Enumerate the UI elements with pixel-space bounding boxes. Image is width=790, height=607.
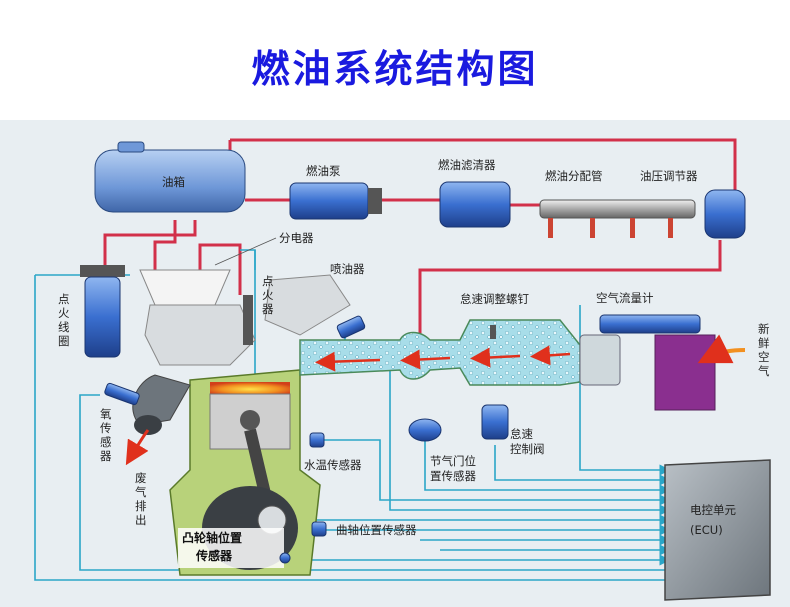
ignition-coil-label-1: 点 xyxy=(58,292,70,306)
oxygen-sensor-label-4: 器 xyxy=(100,449,112,463)
distributor: 分电器 xyxy=(139,231,314,306)
fresh-air-label-1: 新 xyxy=(758,322,770,336)
injector-label: 喷油器 xyxy=(330,262,365,276)
fresh-air-label-4: 气 xyxy=(758,364,770,378)
fuel-filter-label: 燃油滤清器 xyxy=(438,158,496,172)
fuel-filter: 燃油滤清器 xyxy=(438,158,511,228)
idle-valve-label-2: 控制阀 xyxy=(510,442,545,456)
air-flow-meter: 空气流量计 新 鲜 空 气 xyxy=(579,291,770,411)
spark-plug-label-3: 器 xyxy=(262,302,274,316)
fresh-air-label-2: 鲜 xyxy=(758,336,770,350)
coolant-sensor-label: 水温传感器 xyxy=(304,458,362,472)
ignition-coil-label-3: 线 xyxy=(58,320,70,334)
ecu-label-2: (ECU) xyxy=(690,523,723,537)
idle-screw-label: 怠速调整螺钉 xyxy=(460,292,529,306)
engine-head xyxy=(144,274,351,366)
fuel-tank: 油箱 xyxy=(94,141,246,213)
ecu-label-1: 电控单元 xyxy=(690,503,736,517)
fuel-rail: 燃油分配管 xyxy=(539,169,696,238)
oxygen-sensor-label-2: 传 xyxy=(100,421,112,435)
spark-plug-label-1: 点 xyxy=(262,274,274,288)
crank-position-sensor: 曲轴位置传感器 xyxy=(311,521,417,537)
air-flow-meter-label: 空气流量计 xyxy=(596,291,654,305)
cam-sensor-label-1: 凸轮轴位置 xyxy=(182,530,242,545)
coolant-temp-sensor: 水温传感器 xyxy=(304,432,362,472)
fuel-system-diagram: 油箱 燃油泵 燃油滤清器 燃油分配管 油压调节器 点 火 线 圈 分电器 xyxy=(0,120,790,607)
fuel-tank-label: 油箱 xyxy=(162,175,185,189)
throttle-sensor-label-1: 节气门位 xyxy=(430,454,476,468)
oxygen-sensor-label-3: 感 xyxy=(100,435,112,449)
fuel-pump: 燃油泵 xyxy=(289,164,382,220)
fuel-pump-label: 燃油泵 xyxy=(306,164,341,178)
exhaust-label-3: 排 xyxy=(135,499,147,513)
injector: 喷油器 xyxy=(330,262,366,339)
spark-plug-label-2: 火 xyxy=(262,288,274,302)
ignition-coil-label-2: 火 xyxy=(58,306,70,320)
fresh-air-label-3: 空 xyxy=(758,350,770,364)
pressure-regulator-label: 油压调节器 xyxy=(640,169,698,183)
cam-position-sensor: 凸轮轴位置 传感器 xyxy=(178,528,291,568)
ignition-coil: 点 火 线 圈 xyxy=(58,265,125,358)
ecu: 电控单元 (ECU) xyxy=(664,459,771,601)
exhaust-manifold: 氧 传 感 器 废 气 排 出 xyxy=(100,374,191,527)
fuel-lines xyxy=(103,138,737,335)
distributor-label: 分电器 xyxy=(279,231,314,245)
oxygen-sensor-label-1: 氧 xyxy=(100,407,112,421)
page-title: 燃油系统结构图 xyxy=(251,47,539,91)
spark-plug: 点 火 器 xyxy=(243,274,274,345)
exhaust-label-2: 气 xyxy=(135,485,147,499)
exhaust-label-4: 出 xyxy=(135,513,147,527)
crank-sensor-label: 曲轴位置传感器 xyxy=(336,523,417,537)
ignition-coil-label-4: 圈 xyxy=(58,334,70,348)
fuel-rail-label: 燃油分配管 xyxy=(545,169,603,183)
exhaust-label-1: 废 xyxy=(135,471,147,485)
idle-valve-label-1: 怠速 xyxy=(510,427,533,441)
idle-control-valve: 怠速 控制阀 xyxy=(481,404,545,456)
pressure-regulator: 油压调节器 xyxy=(640,169,746,239)
throttle-sensor-label-2: 置传感器 xyxy=(430,469,476,483)
cam-sensor-label-2: 传感器 xyxy=(195,548,233,563)
throttle-position-sensor: 节气门位 置传感器 xyxy=(408,418,476,483)
